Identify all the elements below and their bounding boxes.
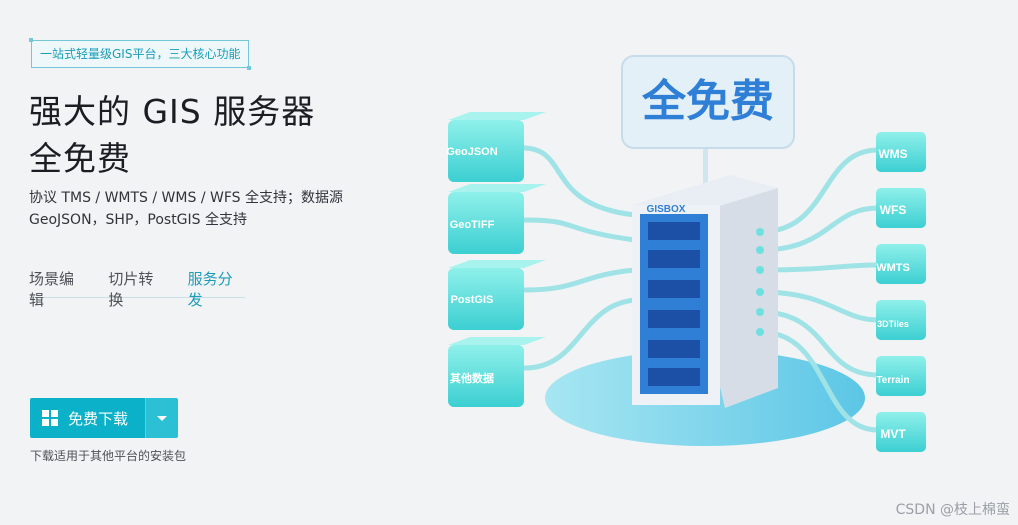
svg-text:其他数据: 其他数据: [450, 371, 494, 385]
svg-text:GeoTIFF: GeoTIFF: [450, 219, 495, 231]
sign-post: [703, 142, 708, 192]
tab-tile-convert[interactable]: 切片转换: [108, 270, 154, 309]
svg-text:Terrain: Terrain: [876, 375, 909, 386]
cube-wms: WMS: [876, 132, 926, 172]
download-dropdown-button[interactable]: [145, 398, 178, 438]
cube-geojson: GeoJSON: [446, 112, 546, 182]
tab-service-distribution[interactable]: 服务分发: [187, 270, 233, 309]
description-line-1: 协议 TMS / WMTS / WMS / WFS 全支持；数据源: [29, 190, 343, 206]
output-cubes: WMS WFS WMTS 3DTiles Terrain MVT: [876, 132, 926, 452]
free-sign-board: [621, 55, 795, 149]
svg-text:3DTiles: 3DTiles: [877, 319, 909, 329]
svg-text:WFS: WFS: [880, 203, 907, 217]
cube-terrain: Terrain: [876, 356, 926, 396]
description-line-2: GeoJSON，SHP，PostGIS 全支持: [29, 212, 247, 228]
download-button-group: 免费下载: [30, 398, 178, 438]
feature-badge: 一站式轻量级GIS平台，三大核心功能: [28, 38, 252, 70]
svg-text:PostGIS: PostGIS: [451, 294, 494, 306]
title-line-2: 全免费: [29, 139, 131, 178]
cube-mvt: MVT: [876, 412, 926, 452]
tab-scene-edit[interactable]: 场景编辑: [29, 270, 75, 309]
download-note: 下载适用于其他平台的安装包: [30, 449, 187, 463]
description: 协议 TMS / WMTS / WMS / WFS 全支持；数据源 GeoJSO…: [29, 187, 359, 231]
free-sign-text: 全免费: [641, 76, 774, 127]
page-title: 强大的 GIS 服务器 全免费: [29, 88, 369, 182]
svg-text:GeoJSON: GeoJSON: [446, 146, 497, 158]
output-connectors: [757, 147, 881, 433]
input-cubes: GeoJSON GeoTIFF PostGIS 其他数据: [446, 112, 546, 407]
title-line-1: 强大的 GIS 服务器: [29, 92, 316, 131]
chevron-down-icon: [157, 415, 167, 421]
input-connectors: [522, 145, 638, 371]
cube-other-data: 其他数据: [448, 337, 546, 407]
cube-postgis: PostGIS: [448, 260, 546, 330]
cube-3dtiles: 3DTiles: [876, 300, 926, 340]
cube-wmts: WMTS: [876, 244, 926, 284]
windows-icon: [42, 410, 58, 426]
server-brand: GISBOX: [647, 204, 686, 215]
svg-text:WMTS: WMTS: [876, 262, 910, 274]
server-tower: GISBOX: [632, 175, 778, 408]
cube-wfs: WFS: [876, 188, 926, 228]
free-download-button[interactable]: 免费下载: [30, 398, 145, 438]
cube-geotiff: GeoTIFF: [448, 184, 546, 254]
svg-text:MVT: MVT: [880, 427, 906, 441]
csdn-watermark: CSDN @枝上棉蛮: [895, 502, 1010, 518]
download-label: 免费下载: [68, 409, 129, 428]
feature-tabs: 场景编辑 切片转换 服务分发: [29, 268, 245, 309]
svg-text:WMS: WMS: [878, 147, 907, 161]
